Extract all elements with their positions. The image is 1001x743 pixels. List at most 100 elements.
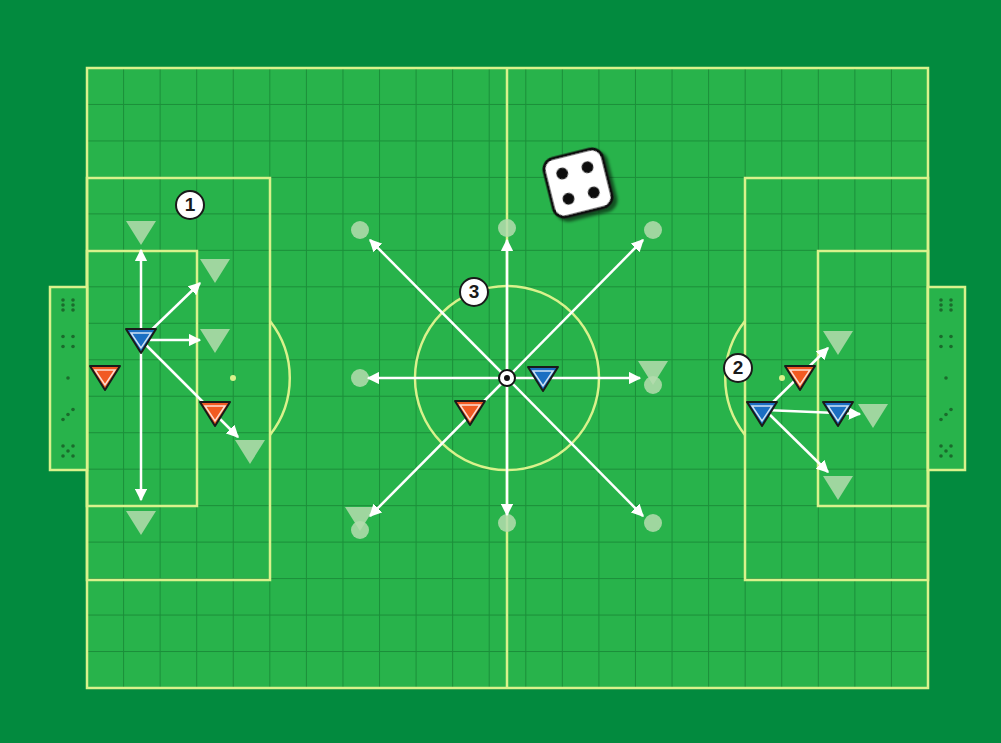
- goal-pip: [939, 298, 943, 302]
- token-stripe: [460, 405, 480, 420]
- goal-pip: [66, 376, 70, 380]
- goal-pip: [939, 308, 943, 312]
- ghost-token: [200, 259, 230, 283]
- ghost-ball: [351, 221, 369, 239]
- goal-pip: [61, 454, 65, 458]
- player-token: [823, 402, 853, 426]
- callout-number: 3: [459, 277, 489, 307]
- grid-line: [672, 68, 673, 688]
- goal-pip: [939, 418, 943, 422]
- goal-pip: [66, 413, 70, 417]
- callout-number: 2: [723, 353, 753, 383]
- move-arrow: [765, 410, 828, 472]
- move-arrow: [507, 378, 643, 516]
- goal-pip: [61, 418, 65, 422]
- player-token: [785, 366, 815, 390]
- goal-pip: [61, 345, 65, 349]
- die: [542, 147, 615, 220]
- goal-pip: [939, 303, 943, 307]
- ghost-token: [126, 221, 156, 245]
- player-token: [200, 402, 230, 426]
- goal-pip: [61, 335, 65, 339]
- ball: [499, 370, 515, 386]
- goal-pip: [949, 303, 953, 307]
- goal-pip: [71, 298, 75, 302]
- goal-pip: [949, 298, 953, 302]
- goal-pip: [949, 444, 953, 448]
- move-arrow: [140, 250, 143, 340]
- ghost-token: [638, 361, 668, 385]
- goal-pip: [61, 308, 65, 312]
- token-stripe: [790, 370, 810, 385]
- move-arrow: [140, 340, 143, 500]
- goal-pip: [71, 454, 75, 458]
- goal-pip: [949, 335, 953, 339]
- goal-pip: [944, 376, 948, 380]
- goal-pip: [71, 308, 75, 312]
- move-arrow: [506, 240, 509, 378]
- goal-pip: [949, 454, 953, 458]
- ghost-ball: [498, 514, 516, 532]
- move-arrow: [370, 378, 507, 516]
- goal-pip: [71, 303, 75, 307]
- grid-line: [306, 68, 307, 688]
- goal-pip: [949, 408, 953, 412]
- ghost-token: [858, 404, 888, 428]
- goal-pip: [939, 345, 943, 349]
- token-stripe: [828, 406, 848, 421]
- goal-pip: [61, 298, 65, 302]
- move-arrow: [368, 377, 507, 380]
- move-arrow: [141, 340, 238, 437]
- ghost-token: [823, 476, 853, 500]
- pitch-lines: [50, 68, 965, 688]
- grid-line: [708, 68, 709, 688]
- ghost-token: [823, 331, 853, 355]
- grid-line: [123, 68, 124, 688]
- goal-pip: [61, 444, 65, 448]
- player-token: [455, 401, 485, 425]
- goal-pip: [949, 308, 953, 312]
- grid: [87, 68, 928, 688]
- ghost-token: [126, 511, 156, 535]
- token-stripe: [205, 406, 225, 421]
- goal-pip: [939, 444, 943, 448]
- player-tokens: [90, 329, 853, 426]
- goal-pip: [944, 449, 948, 453]
- move-arrows: [141, 240, 860, 516]
- goal-pip: [944, 413, 948, 417]
- ball-center: [504, 375, 510, 381]
- ghost-token: [235, 440, 265, 464]
- token-stripe: [752, 406, 772, 421]
- grid-line: [160, 68, 161, 688]
- token-stripe: [131, 333, 151, 348]
- ghost-ball: [498, 219, 516, 237]
- move-arrow: [507, 377, 640, 380]
- goal-pip: [71, 408, 75, 412]
- move-arrow: [370, 240, 507, 378]
- goal-pip: [71, 335, 75, 339]
- player-token: [90, 366, 120, 390]
- grid-line: [854, 68, 855, 688]
- ghost-token: [345, 507, 375, 531]
- pitch: [87, 68, 928, 688]
- ghost-token: [200, 329, 230, 353]
- player-token: [528, 367, 558, 391]
- goal-pip: [939, 454, 943, 458]
- goal-pip: [939, 335, 943, 339]
- token-stripe: [95, 370, 115, 385]
- callout-number: 1: [175, 190, 205, 220]
- token-stripe: [533, 371, 553, 386]
- goal-pip: [66, 449, 70, 453]
- grid-line: [891, 68, 892, 688]
- goal-pip: [71, 345, 75, 349]
- goal-pip: [61, 303, 65, 307]
- goal-pip: [71, 444, 75, 448]
- ghost-positions: [126, 219, 888, 539]
- player-token: [126, 329, 156, 353]
- move-arrow: [506, 378, 509, 515]
- grid-line: [342, 68, 343, 688]
- ghost-ball: [351, 369, 369, 387]
